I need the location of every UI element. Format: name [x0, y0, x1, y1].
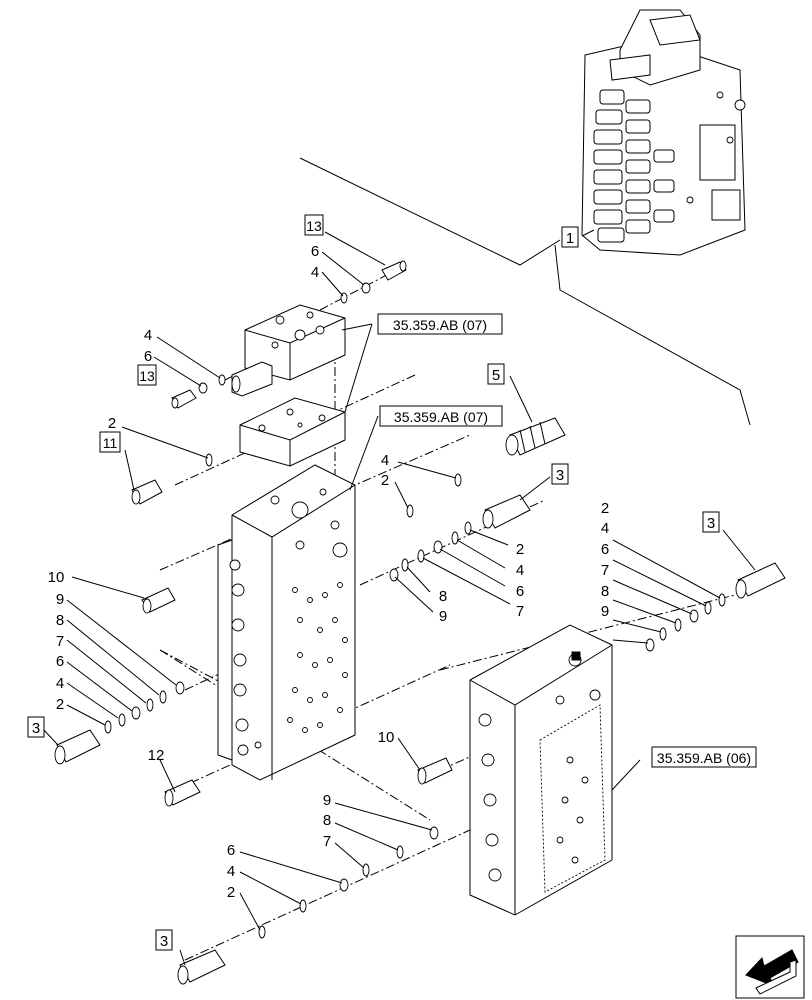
callout-9-left[interactable]: 9 — [56, 591, 64, 608]
plug-13-top[interactable] — [381, 260, 407, 281]
plug-13-left[interactable] — [171, 389, 197, 409]
ref-label-c[interactable]: 35.359.AB (06) — [657, 750, 751, 766]
plug-9-left[interactable] — [175, 681, 185, 695]
callout-11[interactable]: 11 — [103, 435, 118, 451]
callouts: 1 13 6 4 35.359.AB (07) 4 6 13 35.359.AB… — [27, 214, 757, 951]
callout-9-low[interactable]: 9 — [323, 792, 331, 809]
callout-9-r[interactable]: 9 — [601, 603, 609, 620]
plug-10-lower[interactable] — [417, 757, 453, 785]
seal-6-left[interactable] — [198, 382, 208, 394]
pilot-plate[interactable] — [239, 397, 346, 467]
oring-4-r[interactable] — [704, 601, 712, 615]
check-valve-3-mid[interactable] — [482, 494, 531, 529]
oring-4-low[interactable] — [299, 899, 307, 913]
callout-7-r[interactable]: 7 — [601, 562, 609, 579]
oring-4-left[interactable] — [218, 374, 226, 386]
check-valve-3-bottom[interactable] — [177, 949, 226, 985]
ref-label-a[interactable]: 35.359.AB (07) — [393, 317, 487, 333]
callout-2-mid[interactable]: 2 — [381, 472, 389, 489]
ring-8-r[interactable] — [659, 627, 667, 641]
callout-8-low[interactable]: 8 — [323, 812, 331, 829]
oring-4-c[interactable] — [451, 531, 459, 545]
callout-4-c[interactable]: 4 — [516, 562, 524, 579]
ref-label-b[interactable]: 35.359.AB (07) — [394, 409, 488, 425]
callout-8-r[interactable]: 8 — [601, 583, 609, 600]
callout-6-top[interactable]: 6 — [311, 243, 319, 260]
oring-2-mid[interactable] — [406, 504, 414, 518]
pilot-block-upper[interactable] — [231, 304, 346, 397]
plug-10-upper[interactable] — [141, 587, 176, 614]
seal-6-r[interactable] — [689, 609, 699, 623]
callout-2-left2[interactable]: 2 — [56, 696, 64, 713]
oring-4-left2[interactable] — [118, 713, 126, 727]
callout-4-left2[interactable]: 4 — [56, 675, 64, 692]
plug-12[interactable] — [164, 779, 201, 807]
callout-3-bottom[interactable]: 3 — [160, 933, 168, 950]
callout-6-r[interactable]: 6 — [601, 541, 609, 558]
oring-2-upper[interactable] — [205, 453, 213, 467]
callout-10-lower[interactable]: 10 — [378, 729, 395, 746]
callout-2-upper[interactable]: 2 — [108, 415, 116, 432]
callout-7-left[interactable]: 7 — [56, 633, 64, 650]
ring-7-low[interactable] — [362, 863, 370, 877]
callout-6-left2[interactable]: 6 — [56, 653, 64, 670]
callout-13-top[interactable]: 13 — [306, 218, 322, 234]
plug-9-r[interactable] — [645, 638, 655, 652]
callout-3-mid[interactable]: 3 — [556, 467, 564, 484]
relief-valve-5[interactable] — [505, 417, 566, 456]
callout-6-low[interactable]: 6 — [227, 842, 235, 859]
callout-10-upper[interactable]: 10 — [48, 569, 65, 586]
valve-section-left[interactable] — [217, 464, 356, 781]
plug-9-low[interactable] — [429, 826, 439, 840]
arrow-left-down-icon[interactable] — [735, 935, 805, 999]
callout-8-left[interactable]: 8 — [56, 612, 64, 629]
callout-3-left[interactable]: 3 — [32, 720, 40, 737]
seal-6-c[interactable] — [433, 540, 443, 554]
callout-2-c[interactable]: 2 — [516, 541, 524, 558]
oring-4-mid[interactable] — [454, 473, 462, 487]
ring-8-c[interactable] — [401, 558, 409, 572]
callout-4-mid[interactable]: 4 — [381, 452, 389, 469]
callout-2-low[interactable]: 2 — [227, 884, 235, 901]
callout-6-c[interactable]: 6 — [516, 583, 524, 600]
callout-7-low[interactable]: 7 — [323, 833, 331, 850]
callout-4-top[interactable]: 4 — [311, 264, 319, 281]
callout-7-c[interactable]: 7 — [516, 603, 524, 620]
ring-7-c[interactable] — [417, 549, 425, 563]
control-valve-assembly[interactable] — [581, 9, 746, 256]
callout-9-c[interactable]: 9 — [439, 608, 447, 625]
check-valve-3-left[interactable] — [54, 729, 101, 765]
ring-8-left[interactable] — [159, 690, 167, 704]
callout-6-left[interactable]: 6 — [144, 348, 152, 365]
callout-12[interactable]: 12 — [148, 747, 165, 764]
plug-11[interactable] — [131, 479, 163, 505]
ring-8-low[interactable] — [396, 845, 404, 859]
check-valve-3-right[interactable] — [735, 562, 786, 599]
oring-2-c[interactable] — [464, 521, 472, 535]
callout-8-c[interactable]: 8 — [439, 588, 447, 605]
oring-2-low[interactable] — [258, 925, 266, 939]
ring-7-left[interactable] — [146, 698, 154, 712]
oring-2-r[interactable] — [718, 593, 726, 607]
oring-2-left2[interactable] — [104, 720, 112, 734]
callout-5[interactable]: 5 — [492, 367, 500, 384]
ring-7-r[interactable] — [674, 618, 682, 632]
leader-lines — [41, 231, 756, 966]
callout-2-r[interactable]: 2 — [601, 500, 609, 517]
seal-6-low[interactable] — [339, 878, 349, 892]
callout-4-left[interactable]: 4 — [144, 327, 152, 344]
seal-6-left2[interactable] — [131, 706, 141, 720]
callout-4-low[interactable]: 4 — [227, 863, 235, 880]
valve-section-right[interactable] — [469, 624, 613, 916]
callout-4-r[interactable]: 4 — [601, 520, 609, 537]
callout-1[interactable]: 1 — [566, 230, 574, 247]
callout-3-r[interactable]: 3 — [707, 515, 715, 532]
callout-13-left[interactable]: 13 — [139, 368, 155, 384]
seal-6-top[interactable] — [361, 282, 371, 294]
